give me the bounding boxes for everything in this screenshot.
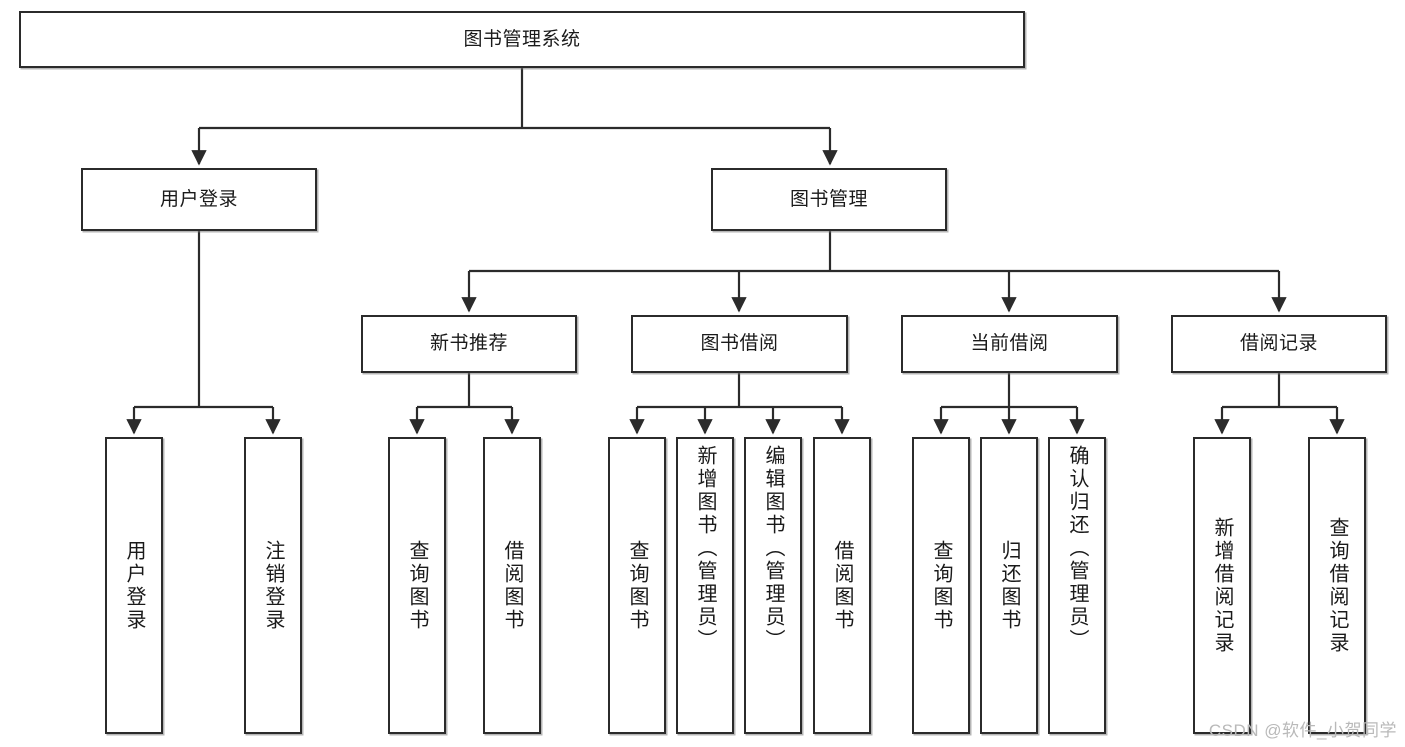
node-label: 查询图书 (930, 539, 952, 632)
node-label: 新增图书（管理员） (694, 445, 716, 652)
node-label: 用户登录 (123, 539, 145, 632)
node-label: 图书管理系统 (463, 28, 581, 50)
node-label: 新增借阅记录 (1211, 516, 1233, 655)
node-user-login[interactable]: 用户登录 (81, 168, 317, 231)
leaf-edit-book-admin[interactable]: 编辑图书（管理员） (744, 437, 802, 734)
node-label: 查询图书 (406, 539, 428, 632)
node-label: 借阅图书 (831, 539, 853, 632)
leaf-add-borrow-record[interactable]: 新增借阅记录 (1193, 437, 1251, 734)
leaf-query-books-borrow[interactable]: 查询图书 (608, 437, 666, 734)
leaf-borrow-books-newbooks[interactable]: 借阅图书 (483, 437, 541, 734)
leaf-return-books[interactable]: 归还图书 (980, 437, 1038, 734)
node-borrowing-records[interactable]: 借阅记录 (1171, 315, 1387, 373)
node-label: 确认归还（管理员） (1066, 445, 1088, 652)
node-book-management[interactable]: 图书管理 (711, 168, 947, 231)
node-label: 图书借阅 (700, 333, 779, 355)
leaf-user-login[interactable]: 用户登录 (105, 437, 163, 734)
watermark-text: CSDN @软件_小贺同学 (1208, 721, 1397, 740)
leaf-query-borrow-record[interactable]: 查询借阅记录 (1308, 437, 1366, 734)
leaf-borrow-books-borrow[interactable]: 借阅图书 (813, 437, 871, 734)
node-current-borrowing[interactable]: 当前借阅 (901, 315, 1118, 373)
leaf-confirm-return-admin[interactable]: 确认归还（管理员） (1048, 437, 1106, 734)
node-label: 注销登录 (262, 539, 284, 632)
leaf-add-book-admin[interactable]: 新增图书（管理员） (676, 437, 734, 734)
node-label: 查询图书 (626, 539, 648, 632)
node-new-book-recommendation[interactable]: 新书推荐 (361, 315, 577, 373)
node-label: 归还图书 (998, 539, 1020, 632)
node-label: 查询借阅记录 (1326, 516, 1348, 655)
node-label: 图书管理 (789, 188, 868, 210)
node-label: 编辑图书（管理员） (762, 445, 784, 652)
leaf-logout[interactable]: 注销登录 (244, 437, 302, 734)
node-book-borrowing[interactable]: 图书借阅 (631, 315, 848, 373)
node-label: 用户登录 (159, 188, 238, 210)
node-label: 当前借阅 (970, 333, 1049, 355)
node-label: 新书推荐 (429, 333, 508, 355)
node-label: 借阅记录 (1239, 333, 1318, 355)
leaf-query-books-current[interactable]: 查询图书 (912, 437, 970, 734)
node-root-book-management-system[interactable]: 图书管理系统 (19, 11, 1025, 68)
node-label: 借阅图书 (501, 539, 523, 632)
leaf-query-books-newbooks[interactable]: 查询图书 (388, 437, 446, 734)
